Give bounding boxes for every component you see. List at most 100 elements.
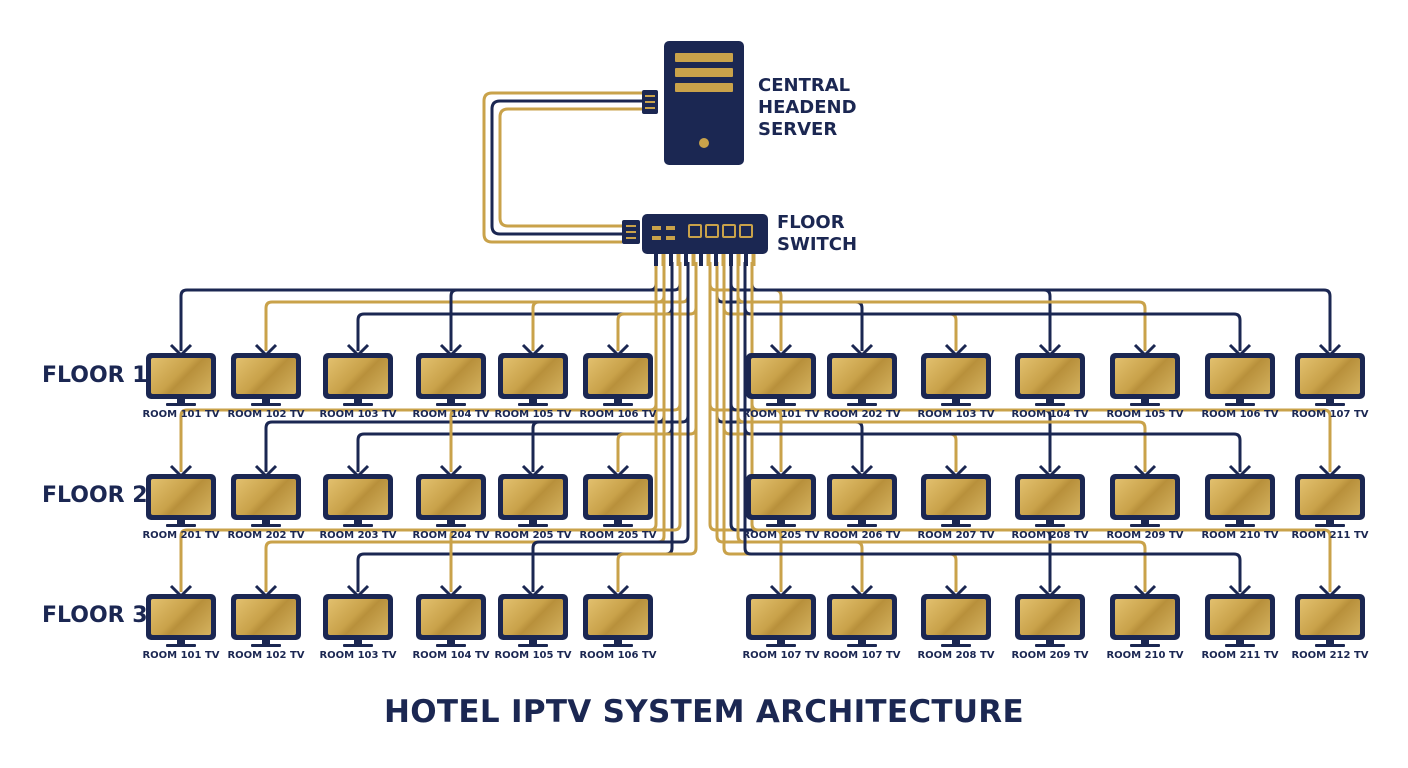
room-tv: ROOM 104 TV xyxy=(1011,353,1089,429)
tv-screen xyxy=(328,599,388,635)
room-tv: ROOM 105 TV xyxy=(494,353,572,429)
tv-stand xyxy=(1326,520,1334,524)
tv-icon xyxy=(498,474,568,520)
tv-icon xyxy=(416,474,486,520)
tv-base xyxy=(343,403,373,406)
tv-screen xyxy=(503,599,563,635)
tv-icon xyxy=(827,594,897,640)
room-tv: ROOM 107 TV xyxy=(823,594,901,670)
tv-stand xyxy=(1236,399,1244,403)
switch-port xyxy=(729,254,733,266)
room-tv: ROOM 205 TV xyxy=(494,474,572,550)
switch-label-line: SWITCH xyxy=(777,234,858,255)
room-tv-label: ROOM 212 TV xyxy=(1291,650,1369,661)
room-tv-label: ROOM 202 TV xyxy=(227,530,305,541)
tv-icon xyxy=(1295,474,1365,520)
tv-base xyxy=(1225,403,1255,406)
room-tv: ROOM 202 TV xyxy=(823,353,901,429)
tv-base xyxy=(1035,524,1065,527)
tv-screen xyxy=(1300,599,1360,635)
room-tv-label: ROOM 204 TV xyxy=(412,530,490,541)
tv-icon xyxy=(231,594,301,640)
tv-icon xyxy=(1205,474,1275,520)
tv-stand xyxy=(858,520,866,524)
room-tv-label: ROOM 101 TV xyxy=(142,409,220,420)
room-tv: ROOM 105 TV xyxy=(1106,353,1184,429)
room-tv: ROOM 211 TV xyxy=(1201,594,1279,670)
tv-base xyxy=(343,644,373,647)
room-tv: ROOM 102 TV xyxy=(227,353,305,429)
switch-port xyxy=(744,254,748,266)
room-tv: ROOM 208 TV xyxy=(1011,474,1089,550)
switch-port xyxy=(676,254,681,266)
tv-screen xyxy=(751,479,811,515)
tv-screen xyxy=(1210,479,1270,515)
tv-stand xyxy=(1046,520,1054,524)
tv-screen xyxy=(1300,358,1360,394)
room-tv-label: ROOM 102 TV xyxy=(227,650,305,661)
room-tv-label: ROOM 209 TV xyxy=(1011,650,1089,661)
switch-label: FLOOR SWITCH xyxy=(777,212,857,256)
switch-port xyxy=(699,254,703,266)
tv-icon xyxy=(746,474,816,520)
tv-stand xyxy=(529,520,537,524)
tv-base xyxy=(941,403,971,406)
tv-icon xyxy=(1295,353,1365,399)
cable xyxy=(736,262,1147,592)
tv-stand xyxy=(447,520,455,524)
switch-label-line: FLOOR xyxy=(777,212,845,233)
room-tv-label: ROOM 101 TV xyxy=(742,409,820,420)
tv-base xyxy=(1130,403,1160,406)
tv-stand xyxy=(1141,399,1149,403)
tv-screen xyxy=(832,599,892,635)
switch-port xyxy=(751,254,756,266)
room-tv: ROOM 202 TV xyxy=(227,474,305,550)
tv-icon xyxy=(583,353,653,399)
tv-stand xyxy=(858,399,866,403)
tv-screen xyxy=(421,358,481,394)
tv-stand xyxy=(447,399,455,403)
tv-stand xyxy=(777,520,785,524)
tv-icon xyxy=(1295,594,1365,640)
room-tv: ROOM 103 TV xyxy=(917,353,995,429)
tv-base xyxy=(343,524,373,527)
tv-stand xyxy=(1326,399,1334,403)
tv-screen xyxy=(588,479,648,515)
tv-base xyxy=(251,644,281,647)
tv-base xyxy=(166,524,196,527)
tv-screen xyxy=(328,358,388,394)
tv-icon xyxy=(231,353,301,399)
tv-icon xyxy=(146,353,216,399)
cable xyxy=(743,262,1242,592)
tv-icon xyxy=(1110,474,1180,520)
tv-screen xyxy=(1020,599,1080,635)
tv-screen xyxy=(236,479,296,515)
tv-icon xyxy=(1110,594,1180,640)
tv-base xyxy=(941,644,971,647)
switch-port xyxy=(721,254,726,266)
room-tv: ROOM 201 TV xyxy=(142,474,220,550)
room-tv-label: ROOM 104 TV xyxy=(412,409,490,420)
room-tv-label: ROOM 107 TV xyxy=(1291,409,1369,420)
switch-port xyxy=(661,254,666,266)
tv-base xyxy=(166,403,196,406)
room-tv: ROOM 211 TV xyxy=(1291,474,1369,550)
room-tv: ROOM 104 TV xyxy=(412,353,490,429)
tv-base xyxy=(847,524,877,527)
room-tv: ROOM 101 TV xyxy=(142,353,220,429)
tv-stand xyxy=(177,520,185,524)
tv-base xyxy=(603,644,633,647)
tv-stand xyxy=(177,399,185,403)
tv-stand xyxy=(447,640,455,644)
tv-base xyxy=(1315,403,1345,406)
room-tv: ROOM 204 TV xyxy=(412,474,490,550)
room-tv-label: ROOM 207 TV xyxy=(917,530,995,541)
tv-icon xyxy=(921,353,991,399)
cable xyxy=(531,262,690,592)
room-tv-label: ROOM 205 TV xyxy=(579,530,657,541)
tv-base xyxy=(603,403,633,406)
room-tv-label: ROOM 105 TV xyxy=(1106,409,1184,420)
tv-icon xyxy=(827,353,897,399)
tv-screen xyxy=(588,599,648,635)
